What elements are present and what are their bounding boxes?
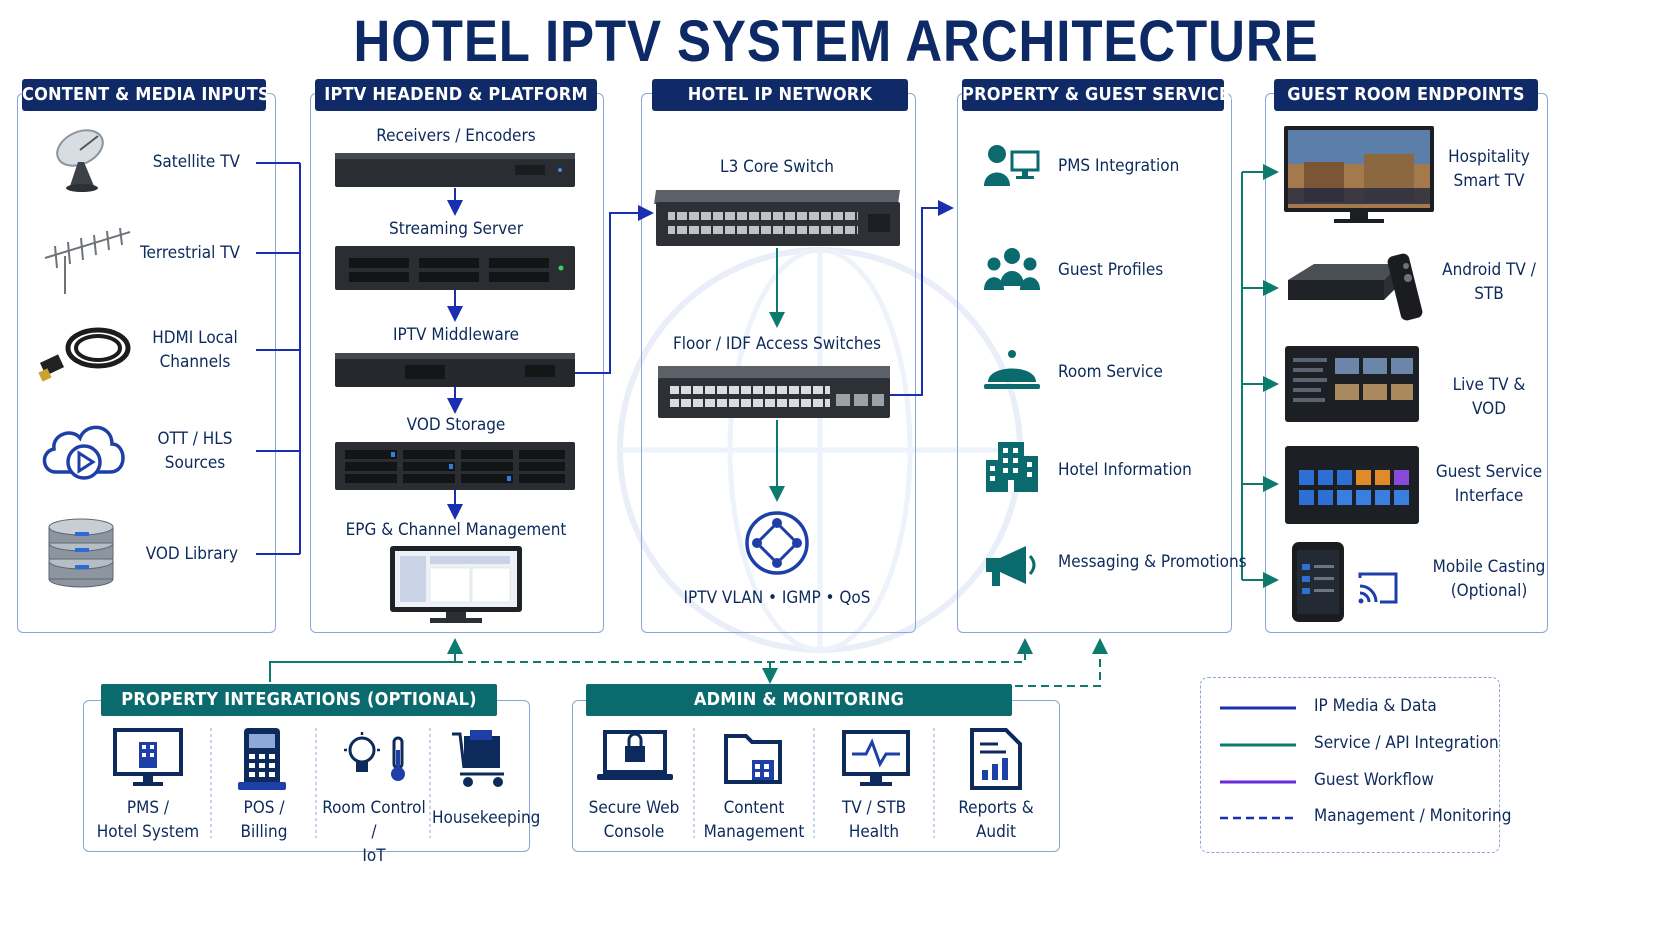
admin-label-content: Content Management (703, 798, 805, 842)
headend-label-receivers: Receivers / Encoders (376, 126, 536, 146)
legend-label-ip-media: IP Media & Data (1314, 696, 1437, 716)
building-icon (986, 442, 1038, 492)
epg-monitor (390, 546, 522, 623)
hdmi-cable-icon (38, 327, 131, 382)
housekeeping-cart-icon (452, 730, 504, 787)
cast-icon (1358, 572, 1398, 604)
network-label-vlan: IPTV VLAN • IGMP • QoS (683, 588, 871, 608)
headend-label-streaming: Streaming Server (389, 219, 523, 239)
antenna-icon (44, 227, 131, 294)
integration-label-housekeeping: Housekeeping (432, 808, 541, 828)
mobile-phone-device (1292, 542, 1344, 622)
middleware-server-unit (335, 353, 575, 387)
smart-tv-device (1284, 126, 1434, 223)
bulb-thermometer-icon (344, 732, 405, 781)
network-header: HOTEL IP NETWORK (652, 79, 908, 111)
megaphone-icon (986, 546, 1036, 586)
legend-label-guest-workflow: Guest Workflow (1314, 770, 1434, 790)
endpoint-label-guest-service: Guest Service Interface (1435, 462, 1543, 506)
network-topology-icon (745, 511, 809, 575)
headend-label-middleware: IPTV Middleware (392, 325, 520, 345)
guest-service-screen (1285, 446, 1419, 524)
folder-icon (724, 734, 782, 784)
endpoint-label-android: Android TV / STB (1442, 260, 1536, 304)
input-label-vod-library: VOD Library (145, 544, 238, 564)
report-icon (970, 728, 1022, 790)
legend-swatches (1220, 706, 1296, 820)
page-title: HOTEL IPTV SYSTEM ARCHITECTURE (353, 9, 1319, 74)
android-stb-device (1288, 253, 1423, 321)
cloud-play-icon (42, 425, 125, 480)
input-label-terrestrial: Terrestrial TV (140, 243, 240, 263)
encoder-rack-unit (335, 153, 575, 187)
admin-header: ADMIN & MONITORING (586, 684, 1012, 716)
laptop-lock-icon (597, 730, 673, 780)
live-tv-screen (1285, 346, 1419, 422)
streaming-server-unit (335, 246, 575, 290)
headend-header: IPTV HEADEND & PLATFORM (315, 79, 597, 111)
satellite-dish-icon (56, 129, 104, 192)
endpoint-label-live-tv: Live TV & VOD (1452, 375, 1526, 419)
service-label-guest-profiles: Guest Profiles (1058, 260, 1164, 280)
input-label-hdmi: HDMI Local Channels (152, 328, 238, 372)
service-label-pms: PMS Integration (1058, 156, 1180, 176)
users-icon (984, 248, 1040, 290)
pms-monitor-icon (113, 728, 183, 786)
admin-label-console: Secure Web Console (588, 798, 680, 842)
input-label-satellite: Satellite TV (152, 152, 240, 172)
endpoint-label-mobile: Mobile Casting (Optional) (1432, 557, 1546, 601)
integration-label-pms: PMS / Hotel System (96, 798, 200, 842)
database-icon (48, 518, 114, 588)
headend-label-vod-storage: VOD Storage (406, 415, 506, 435)
content-inputs-header: CONTENT & MEDIA INPUTS (22, 79, 270, 111)
pos-terminal-icon (238, 728, 286, 790)
access-switch-unit (658, 366, 890, 418)
integration-label-room-control: Room Control / IoT (322, 798, 426, 866)
network-label-core: L3 Core Switch (720, 157, 834, 177)
endpoint-label-smart-tv: Hospitality Smart TV (1448, 147, 1530, 191)
network-label-access: Floor / IDF Access Switches (673, 334, 881, 354)
legend-panel (1200, 677, 1500, 853)
endpoints-header: GUEST ROOM ENDPOINTS (1274, 79, 1538, 111)
services-header: PROPERTY & GUEST SERVICES (962, 79, 1242, 111)
service-label-room-service: Room Service (1058, 362, 1163, 382)
core-switch-unit (654, 190, 900, 246)
integrations-header: PROPERTY INTEGRATIONS (OPTIONAL) (101, 684, 497, 716)
admin-label-tv-health: TV / STB Health (841, 798, 907, 842)
service-bell-icon (984, 350, 1040, 389)
monitor-pulse-icon (842, 730, 910, 786)
service-label-messaging: Messaging & Promotions (1058, 552, 1247, 572)
integration-label-pos: POS / Billing (240, 798, 288, 842)
vod-storage-unit (335, 442, 575, 490)
legend-label-management: Management / Monitoring (1314, 806, 1512, 826)
headend-label-epg: EPG & Channel Management (345, 520, 567, 540)
service-label-hotel-info: Hotel Information (1058, 460, 1192, 480)
input-label-ott: OTT / HLS Sources (157, 429, 233, 473)
admin-label-reports: Reports & Audit (958, 798, 1034, 842)
user-computer-icon (984, 145, 1040, 186)
legend-label-service-api: Service / API Integration (1314, 733, 1499, 753)
